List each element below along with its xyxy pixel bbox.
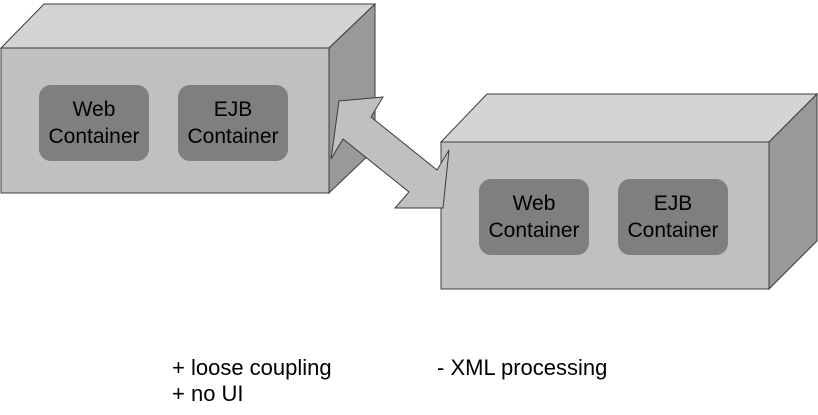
server-box-left: Web Container EJB Container — [0, 2, 377, 195]
cons-list: - XML processing — [437, 355, 607, 381]
web-container-left-line1: Web — [73, 98, 116, 121]
server-box-right: Web Container EJB Container — [439, 92, 818, 291]
web-container-right-line1: Web — [513, 192, 556, 215]
ejb-container-left-line1: EJB — [214, 98, 253, 121]
pro-item-loose-coupling: + loose coupling — [172, 355, 332, 380]
web-container-right-line2: Container — [488, 219, 579, 242]
server-box-left-top — [0, 3, 377, 49]
ejb-container-left: EJB Container — [178, 85, 288, 161]
web-container-left: Web Container — [39, 85, 149, 161]
ejb-container-right-line1: EJB — [654, 192, 693, 215]
pros-list: + loose coupling + no UI — [172, 355, 332, 407]
web-container-left-line2: Container — [48, 125, 139, 148]
server-box-right-top — [439, 93, 818, 143]
web-container-right: Web Container — [479, 179, 589, 255]
con-item-xml-processing: - XML processing — [437, 355, 608, 380]
ejb-container-right-line2: Container — [627, 219, 718, 242]
bidirectional-arrow — [330, 96, 450, 209]
ejb-container-left-line2: Container — [187, 125, 278, 148]
pro-item-no-ui: + no UI — [172, 381, 244, 406]
ejb-container-right: EJB Container — [618, 179, 728, 255]
